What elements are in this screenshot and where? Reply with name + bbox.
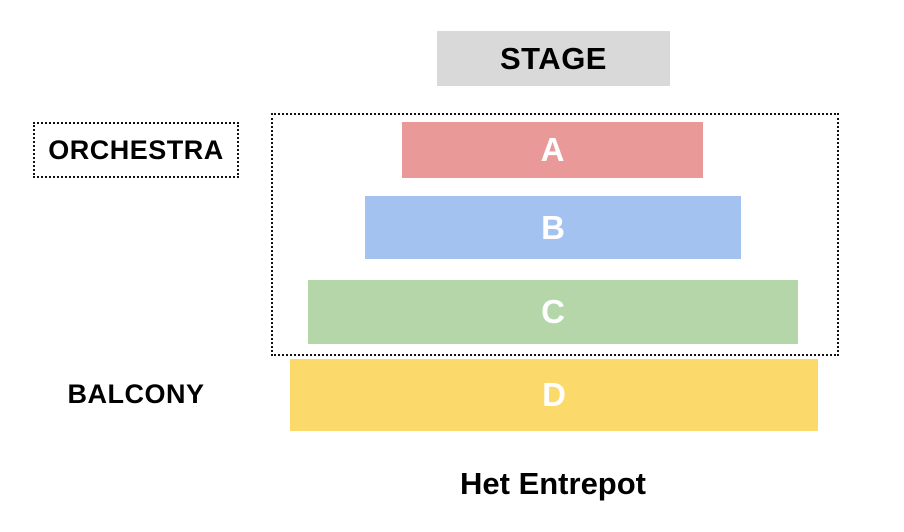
orchestra-zone-outline [271, 113, 839, 356]
orchestra-zone-label: ORCHESTRA [33, 122, 239, 178]
section-c-label: C [541, 293, 565, 330]
section-b[interactable]: B [365, 196, 741, 259]
section-c[interactable]: C [308, 280, 798, 344]
stage-label: STAGE [500, 40, 607, 76]
section-b-label: B [541, 208, 565, 246]
venue-title: Het Entrepot [460, 466, 646, 501]
section-a[interactable]: A [402, 122, 703, 178]
section-d[interactable]: D [290, 359, 818, 431]
balcony-zone-label: BALCONY [33, 366, 239, 422]
section-a-label: A [540, 131, 565, 168]
section-d-label: D [542, 376, 566, 413]
balcony-zone-label-text: BALCONY [67, 378, 205, 409]
orchestra-zone-label-text: ORCHESTRA [48, 134, 224, 165]
stage-box: STAGE [437, 31, 670, 86]
